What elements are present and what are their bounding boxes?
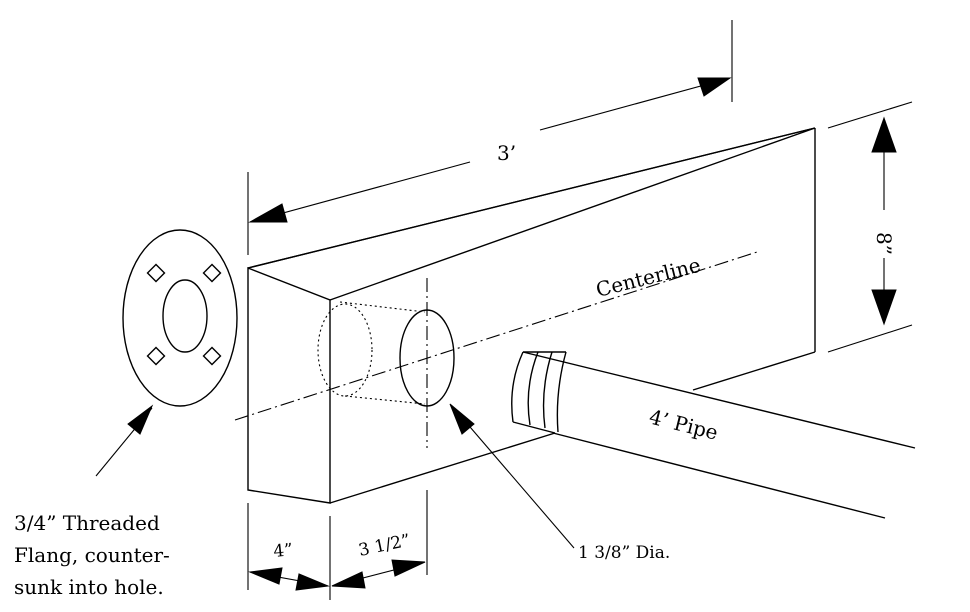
hidden-bore-top bbox=[339, 301, 426, 313]
hole-leader bbox=[451, 405, 575, 549]
pipe-top-edge bbox=[522, 351, 916, 449]
flange-bolt-hole-br bbox=[202, 346, 222, 366]
length-dim-line-a bbox=[249, 161, 471, 223]
pipe-end-arc-1 bbox=[511, 351, 524, 423]
height-arrow-bottom bbox=[871, 289, 897, 326]
bottom-dimensions bbox=[247, 490, 428, 600]
pipe-label: 4’ Pipe bbox=[647, 405, 721, 445]
flange-inner-hole bbox=[162, 279, 208, 353]
hidden-bore-bottom bbox=[344, 395, 426, 405]
hole-leader-arrow bbox=[449, 403, 475, 435]
flange-label-line1: 3/4” Threaded bbox=[14, 511, 160, 535]
dim-4in-arrow-left bbox=[248, 567, 283, 585]
hidden-bore bbox=[317, 301, 426, 405]
beam-front-face bbox=[247, 266, 331, 504]
hidden-bore-ellipse bbox=[317, 303, 373, 397]
length-arrow-right bbox=[697, 77, 732, 97]
pipe-end-arc-3 bbox=[542, 351, 553, 429]
flange-label-line2: Flang, counter- bbox=[14, 543, 170, 567]
dim-4in-label: 4” bbox=[272, 540, 293, 562]
flange bbox=[122, 229, 238, 407]
dim-3half-label: 3 1/2” bbox=[357, 530, 412, 560]
hole-dia-label: 1 3/8” Dia. bbox=[578, 543, 670, 563]
length-dim-line-b bbox=[539, 77, 731, 131]
centerline bbox=[234, 251, 758, 421]
centerline-label: Centerline bbox=[593, 253, 703, 302]
beam-top-back-edge bbox=[247, 127, 816, 269]
flange-bolt-hole-tl bbox=[146, 263, 166, 283]
dim-4in-arrow-right bbox=[295, 573, 330, 591]
beam-top-front-edge bbox=[329, 127, 816, 301]
pipe-end-arc-4 bbox=[556, 351, 567, 433]
length-label: 3’ bbox=[497, 141, 516, 165]
height-arrow-top bbox=[871, 116, 897, 153]
dim-3half-arrow-left bbox=[331, 571, 366, 589]
beam-bottom-edge-a bbox=[329, 432, 556, 504]
height-dimension bbox=[827, 101, 913, 353]
flange-leader-arrow bbox=[127, 404, 154, 435]
flange-outer bbox=[122, 229, 238, 407]
height-ext-top bbox=[827, 101, 913, 129]
dim-3half-arrow-right bbox=[391, 559, 426, 577]
height-label: 8” bbox=[872, 232, 896, 255]
leaders bbox=[95, 403, 575, 549]
length-dimension bbox=[247, 20, 733, 255]
beam-box bbox=[247, 127, 816, 504]
height-ext-bottom bbox=[827, 324, 913, 353]
pipe-bottom-edge bbox=[552, 432, 886, 519]
pipe-end-bottom bbox=[512, 421, 556, 434]
flange-bolt-hole-bl bbox=[146, 346, 166, 366]
pipe bbox=[511, 351, 916, 519]
beam-bottom-edge-b bbox=[692, 351, 816, 391]
pipe-end-arc-2 bbox=[527, 351, 539, 426]
length-arrow-left bbox=[248, 203, 288, 223]
flange-bolt-hole-tr bbox=[202, 263, 222, 283]
flange-label-line3: sunk into hole. bbox=[14, 575, 164, 599]
